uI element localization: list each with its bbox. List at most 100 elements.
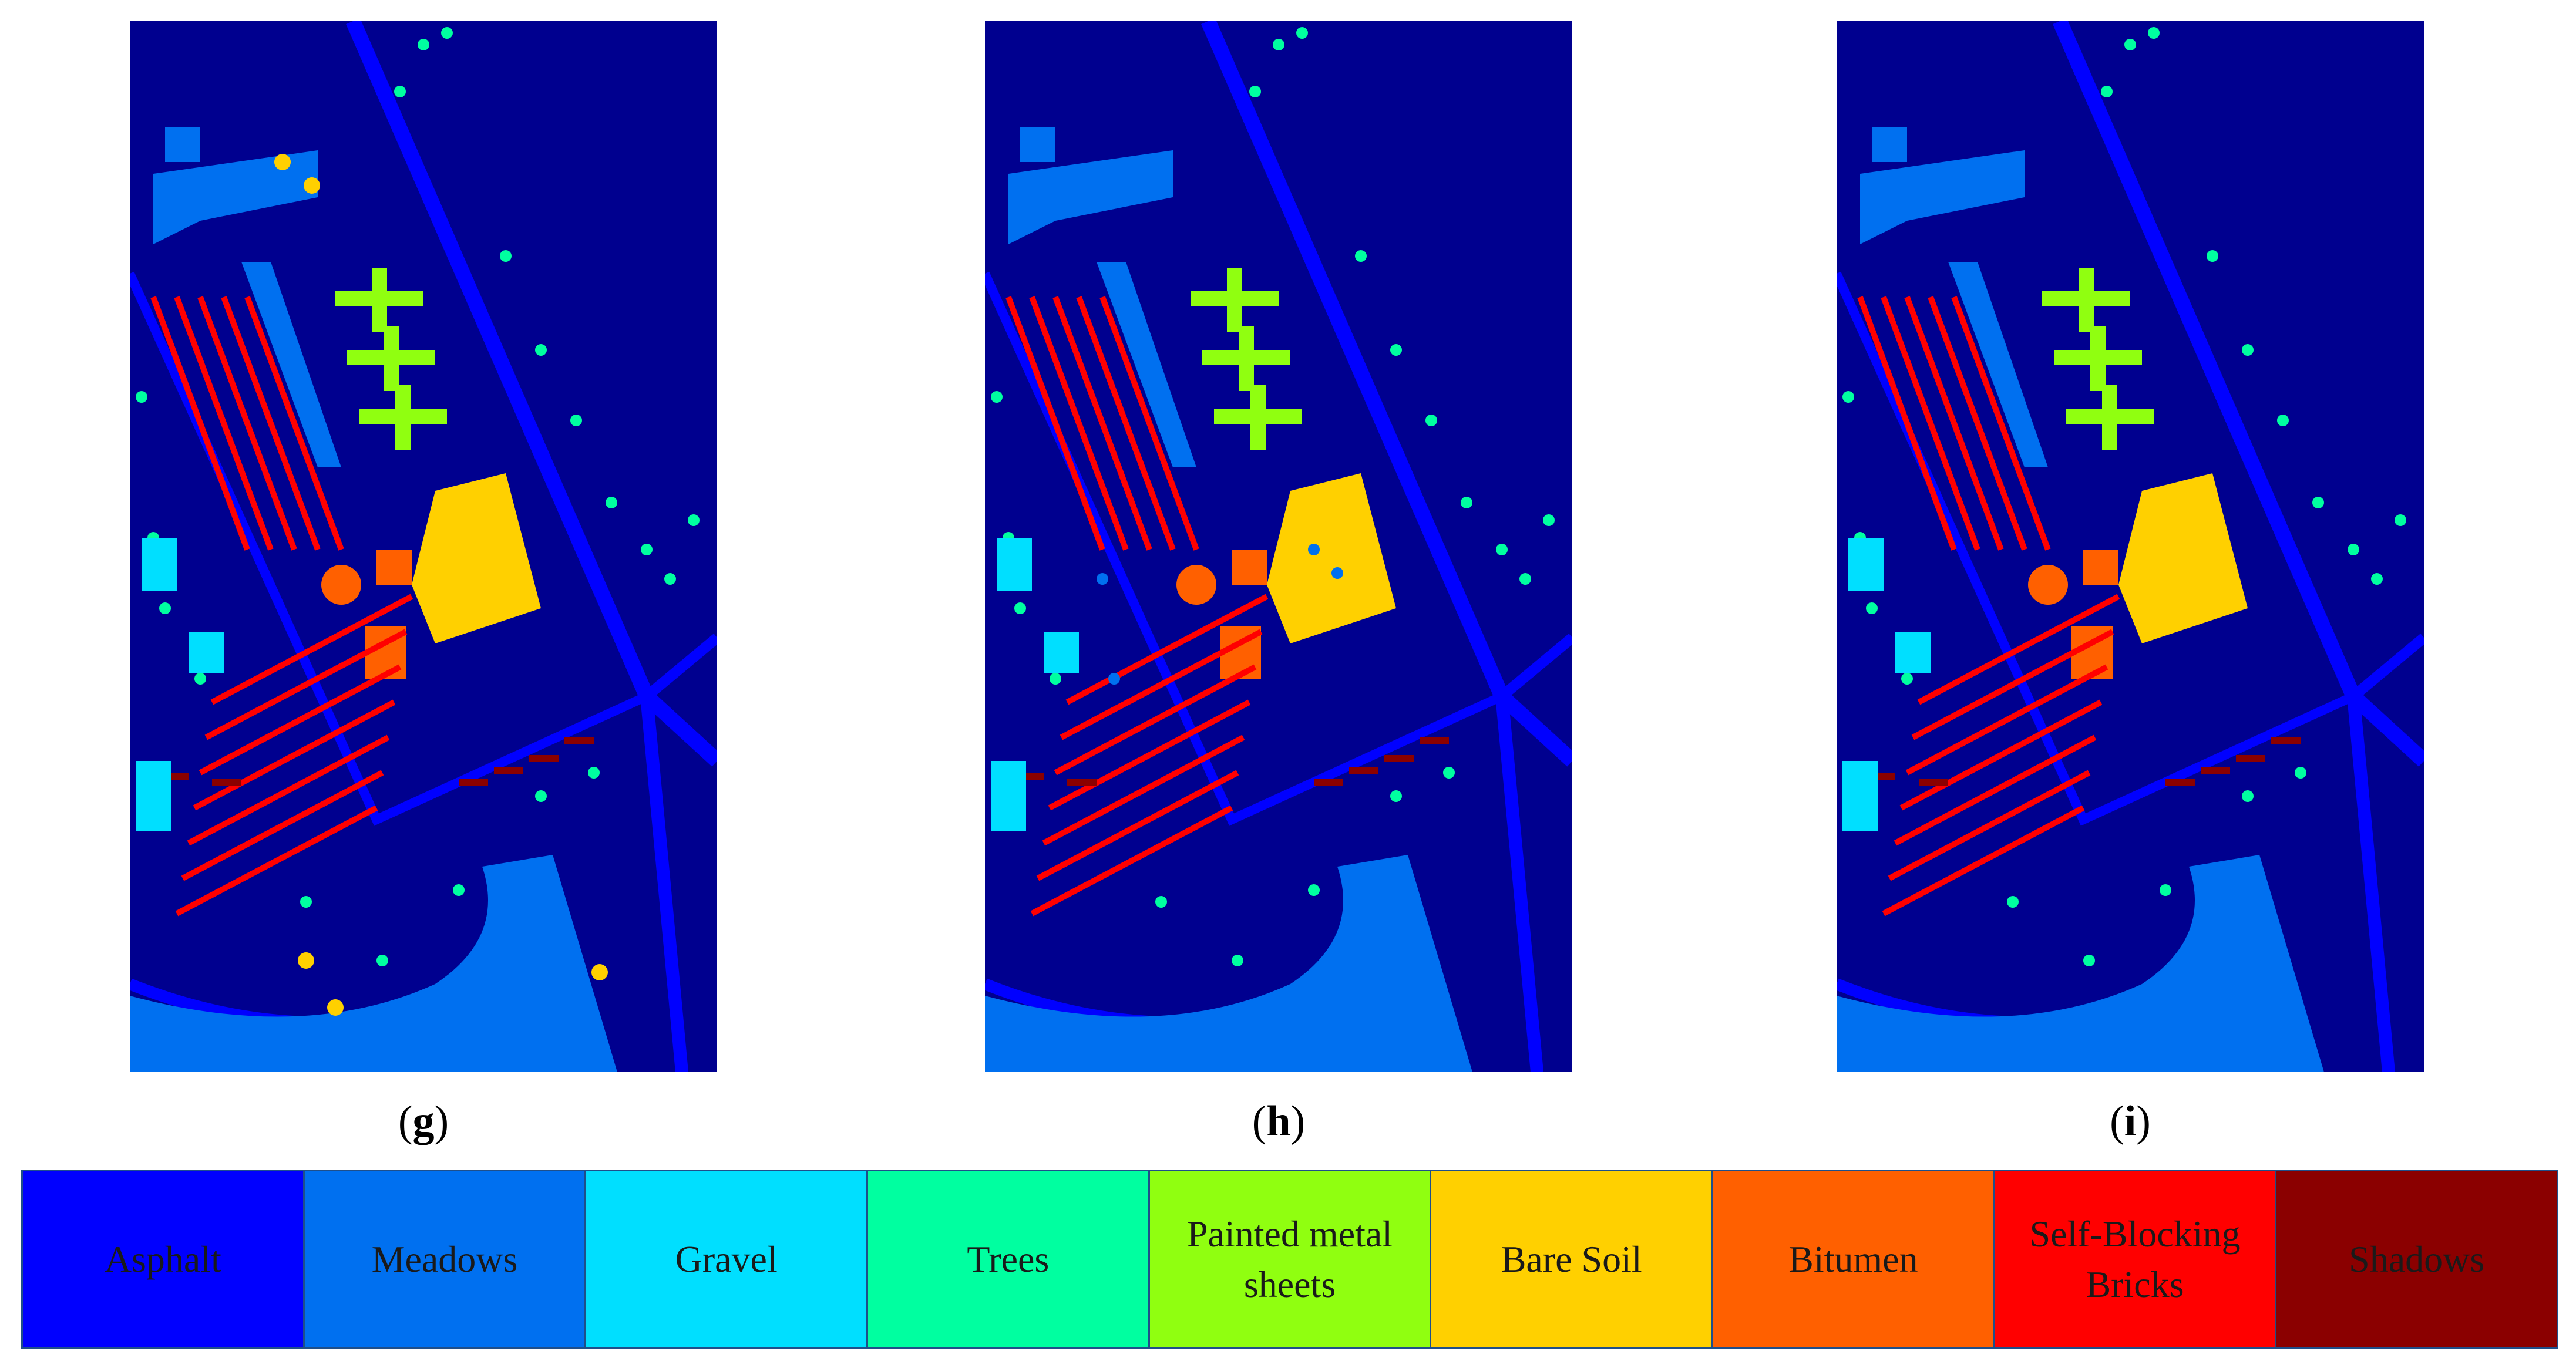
caption-i: (i) — [2110, 1097, 2151, 1145]
bricks-strip — [1048, 699, 1251, 811]
shadow-patch — [459, 779, 488, 786]
metal-sheet — [384, 326, 399, 391]
meadows-area — [1020, 127, 1055, 162]
tree — [535, 344, 547, 356]
bricks-strip — [221, 296, 321, 551]
metal-sheet — [1239, 326, 1254, 391]
tree — [1355, 250, 1367, 262]
bitumen-area — [1232, 550, 1267, 585]
bricks-strip — [1894, 734, 2097, 846]
bricks-strip — [1060, 629, 1263, 740]
shadow-patch — [564, 737, 594, 744]
tree — [535, 790, 547, 802]
tree — [1014, 602, 1026, 614]
bitumen-area — [321, 565, 361, 605]
meadows-noise — [1308, 544, 1320, 555]
soil-noise — [304, 177, 320, 194]
meadows-noise — [1097, 573, 1108, 585]
bricks-strip — [1904, 296, 2004, 551]
gravel-area — [1848, 538, 1884, 591]
tree — [1866, 602, 1878, 614]
bricks-strip — [181, 770, 384, 881]
shadow-patch — [1384, 755, 1414, 762]
legend-gravel: Gravel — [586, 1171, 869, 1347]
bricks-strip — [1899, 699, 2103, 811]
map-canvas — [130, 21, 717, 1072]
tree — [606, 497, 617, 508]
bricks-strip — [199, 664, 402, 776]
bricks-strip — [1099, 296, 1199, 551]
map-canvas — [985, 21, 1572, 1072]
tree — [688, 514, 700, 526]
shadow-patch — [2165, 779, 2195, 786]
bricks-strip — [1881, 296, 1980, 551]
tree — [1519, 573, 1531, 585]
bricks-strip — [1917, 594, 2120, 705]
tree — [1543, 514, 1555, 526]
bricks-strip — [1882, 805, 2085, 917]
tree — [1390, 344, 1402, 356]
soil-noise — [327, 999, 344, 1016]
tree — [2083, 955, 2095, 966]
meadows-area — [1008, 150, 1173, 244]
bitumen-area — [376, 550, 412, 585]
bricks-strip — [1928, 296, 2027, 551]
tree — [641, 544, 653, 555]
soil-noise — [274, 154, 291, 170]
bricks-strip — [174, 296, 274, 551]
classification-map-g — [130, 21, 717, 1072]
shadow-patch — [2201, 767, 2230, 774]
bricks-strip — [1036, 770, 1239, 881]
tree — [1461, 497, 1472, 508]
caption-g: (g) — [398, 1097, 449, 1145]
meadows-area — [153, 150, 318, 244]
tree — [1901, 673, 1913, 685]
shadow-patch — [212, 779, 241, 786]
tree — [1308, 884, 1320, 896]
bricks-strip — [1065, 594, 1269, 705]
soil-noise — [591, 964, 608, 980]
tree — [1232, 955, 1243, 966]
meadows-area — [1097, 262, 1196, 467]
tree — [159, 602, 171, 614]
shadow-patch — [1349, 767, 1378, 774]
bricks-strip — [204, 629, 408, 740]
bricks-strip — [1030, 805, 1233, 917]
bricks-strip — [1042, 734, 1245, 846]
bitumen-area — [2083, 550, 2118, 585]
legend-asphalt: Asphalt — [23, 1171, 305, 1347]
tree — [1249, 86, 1261, 97]
metal-sheet — [2102, 385, 2117, 450]
bricks-strip — [1005, 296, 1105, 551]
shadow-patch — [529, 755, 559, 762]
tree — [2148, 27, 2160, 39]
gravel-area — [1895, 632, 1931, 673]
shadow-patch — [2271, 737, 2301, 744]
caption-h: (h) — [1252, 1097, 1306, 1145]
soil-noise — [298, 952, 314, 969]
meadows-noise — [1331, 567, 1343, 579]
tree — [588, 767, 600, 779]
tree — [1496, 544, 1508, 555]
tree — [441, 27, 453, 39]
tree — [2242, 790, 2254, 802]
tree — [2160, 884, 2171, 896]
bricks-strip — [1857, 296, 1957, 551]
bricks-strip — [175, 805, 378, 917]
classification-map-i — [1837, 21, 2424, 1072]
bare-soil-area — [1267, 473, 1396, 643]
legend-meadows: Meadows — [304, 1171, 587, 1347]
tree — [2395, 514, 2406, 526]
tree — [1390, 790, 1402, 802]
metal-sheet — [2090, 326, 2106, 391]
tree — [2242, 344, 2254, 356]
tree — [2207, 250, 2218, 262]
tree — [1273, 39, 1284, 50]
bricks-strip — [1905, 664, 2108, 776]
tree — [991, 391, 1003, 403]
gravel-area — [1842, 761, 1878, 831]
tree — [2101, 86, 2113, 97]
tree — [500, 250, 512, 262]
asphalt-road — [1495, 695, 1543, 1072]
tree — [2124, 39, 2136, 50]
